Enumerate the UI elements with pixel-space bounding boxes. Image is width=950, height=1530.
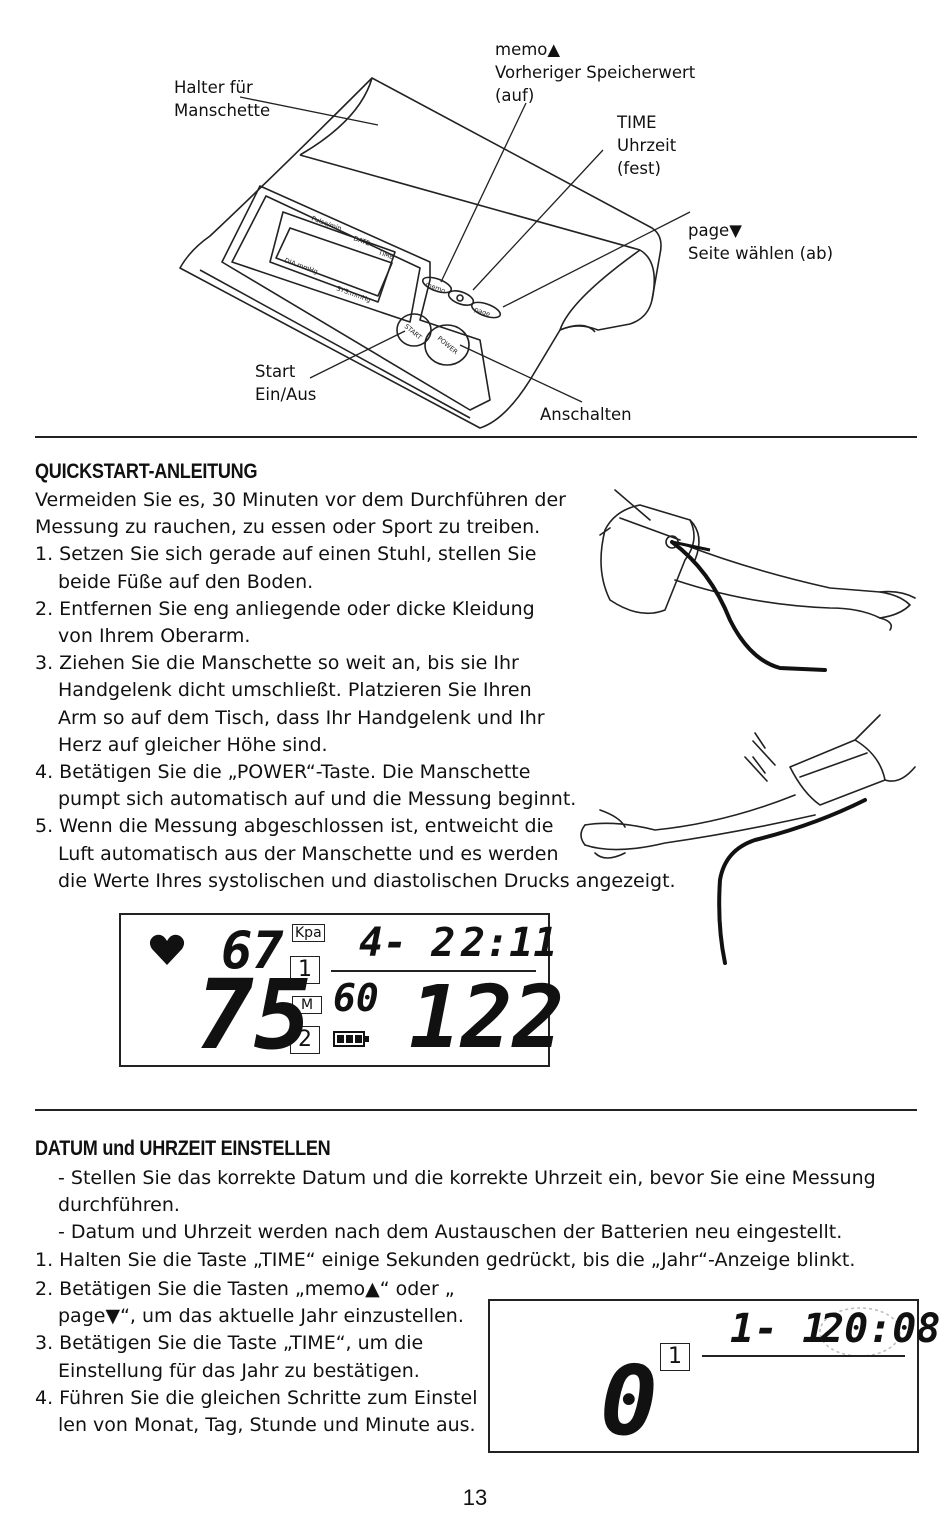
date-value: 4- 2: [359, 920, 456, 966]
step-line: Herz auf gleicher Höhe sind.: [58, 733, 328, 756]
step-line: Luft automatisch aus der Manschette und …: [58, 842, 559, 865]
quickstart-text: Vermeiden Sie es, 30 Minuten vor dem Dur…: [35, 487, 685, 895]
user1-icon: 1: [660, 1343, 690, 1371]
pulse-value: 67: [221, 921, 284, 981]
battery-icon: [333, 1031, 369, 1047]
divider: [35, 1109, 917, 1111]
memo-button-label: memo: [424, 280, 446, 295]
step-line: 2. Entfernen Sie eng anliegende oder dic…: [35, 597, 535, 620]
step-line: 3. Ziehen Sie die Manschette so weit an,…: [35, 652, 519, 675]
start-button-label: START: [403, 322, 424, 341]
device-illustration: Pulse/min DATE TIME DIA.mmHg SYS.mmHg me…: [179, 77, 691, 429]
lcd-divider: [331, 970, 536, 972]
step-line: len von Monat, Tag, Stunde und Minute au…: [58, 1414, 476, 1437]
intro-line: Vermeiden Sie es, 30 Minuten vor dem Dur…: [35, 489, 566, 511]
blinking-value: 0: [600, 1345, 658, 1457]
note-line: durchführen.: [58, 1194, 180, 1217]
device-pulse-label: Pulse/min: [310, 214, 342, 232]
time-value: 2:11: [461, 920, 558, 966]
lcd-divider: [702, 1355, 905, 1357]
step-line: von Ihrem Oberarm.: [58, 625, 251, 648]
arm-position-illustration: [580, 714, 916, 965]
memo-label: memo▲ Vorheriger Speicherwert (auf): [495, 40, 696, 105]
step-line: die Werte Ihres systolischen und diastol…: [58, 869, 676, 892]
date-value: 1- 1: [730, 1306, 827, 1352]
step-line: 4. Betätigen Sie die „POWER“-Taste. Die …: [35, 761, 531, 784]
step-line: 1. Halten Sie die Taste „TIME“ einige Se…: [35, 1248, 856, 1271]
sys-value: 122: [409, 968, 565, 1068]
lcd-display-measurement: 67 Kpa 4- 2 2:11 1 M 2 75 60 122: [119, 913, 564, 1071]
step-line: pumpt sich automatisch auf und die Messu…: [58, 788, 577, 811]
start-label: Start Ein/Aus: [255, 362, 317, 404]
step-line: 2. Betätigen Sie die Tasten „memo▲“ oder…: [35, 1278, 455, 1300]
step-line: 5. Wenn die Messung abgeschlossen ist, e…: [35, 815, 554, 838]
lcd-display-datetime: 1- 1 20:08 1 0: [488, 1299, 940, 1457]
time-label: TIME Uhrzeit (fest): [617, 113, 677, 178]
divider: [35, 436, 917, 438]
unit-badge: Kpa: [292, 924, 325, 942]
step-line: Arm so auf dem Tisch, dass Ihr Handgelen…: [58, 706, 545, 729]
memory-flag: M: [292, 996, 322, 1014]
page-label: page▼ Seite wählen (ab): [688, 221, 834, 263]
step-line: Handgelenk dicht umschließt. Platzieren …: [58, 679, 532, 702]
step-line: page▼“, um das aktuelle Jahr einzustelle…: [58, 1305, 464, 1328]
note-line: - Stellen Sie das korrekte Datum und die…: [58, 1167, 876, 1189]
intro-line: Messung zu rauchen, zu essen oder Sport …: [35, 516, 541, 539]
datetime-notes: - Stellen Sie das korrekte Datum und die…: [35, 1165, 915, 1274]
step-line: 4. Führen Sie die gleichen Schritte zum …: [35, 1386, 478, 1409]
user1-icon: 1: [290, 956, 320, 984]
page-button-label: page: [473, 305, 491, 318]
time-value: 20:08: [820, 1306, 941, 1352]
note-line: - Datum und Uhrzeit werden nach dem Aust…: [58, 1221, 843, 1244]
quickstart-heading: QUICKSTART-ANLEITUNG: [35, 460, 258, 483]
heart-icon: [149, 934, 185, 965]
device-date-label: DATE: [352, 234, 371, 247]
memory-slot-value: 60: [333, 976, 379, 1020]
step-line: beide Füße auf den Boden.: [58, 570, 314, 593]
power-button-label: POWER: [436, 334, 460, 356]
user2-icon: 2: [290, 1026, 320, 1054]
dia-value: 75: [196, 959, 312, 1071]
power-on-label: Anschalten: [540, 405, 632, 424]
datetime-heading: DATUM und UHRZEIT EINSTELLEN: [35, 1137, 331, 1160]
page-number: 13: [462, 1485, 488, 1510]
datetime-steps: 2. Betätigen Sie die Tasten „memo▲“ oder…: [35, 1276, 495, 1439]
step-line: Einstellung für das Jahr zu bestätigen.: [58, 1359, 420, 1382]
arm-cuff-illustration: [599, 489, 916, 672]
holder-label: Halter für Manschette: [174, 78, 271, 120]
step-line: 3. Betätigen Sie die Taste „TIME“, um di…: [35, 1332, 424, 1355]
step-line: 1. Setzen Sie sich gerade auf einen Stuh…: [35, 543, 537, 566]
